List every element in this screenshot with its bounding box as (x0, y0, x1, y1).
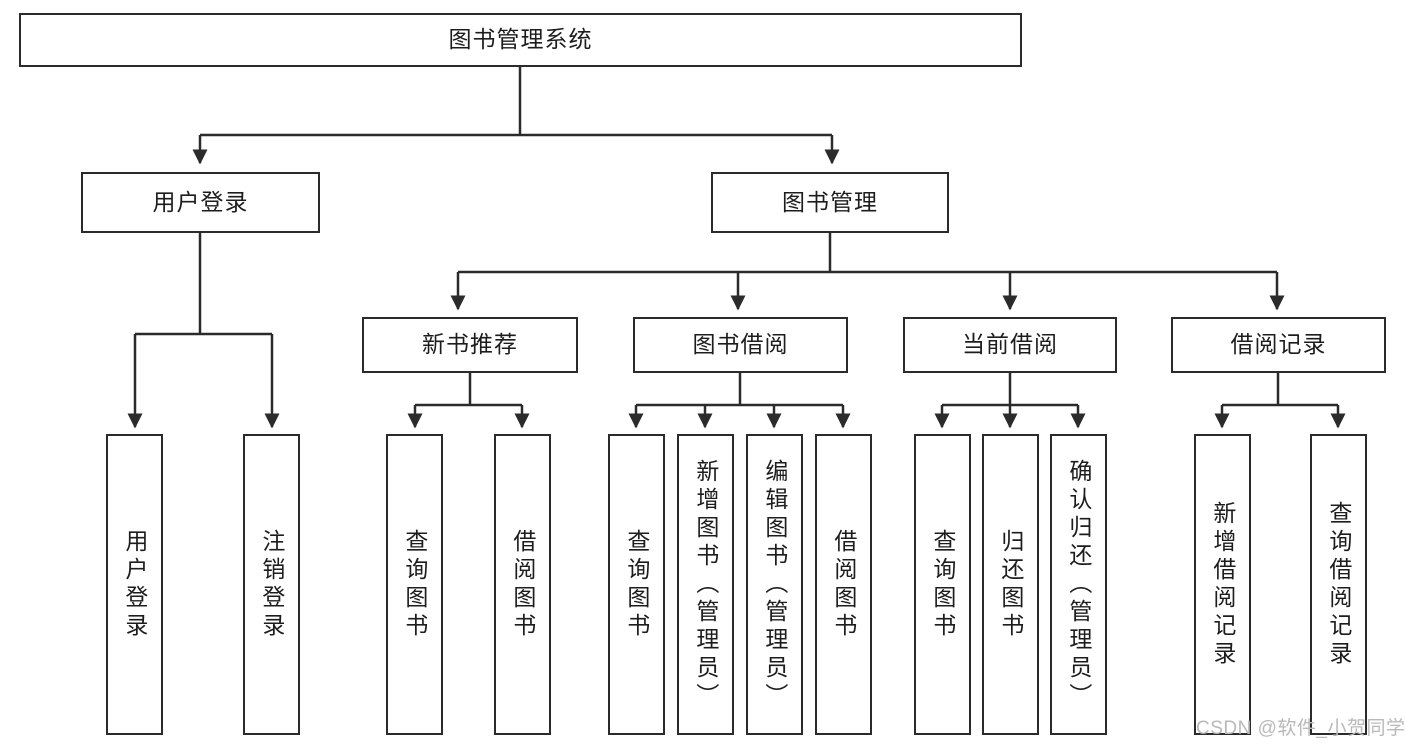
leaf-user-login[interactable]: 用户登录 (106, 434, 163, 735)
leaf-confirm-return-admin[interactable]: 确认归还（管理员） (1050, 434, 1107, 735)
node-new-book-recommend[interactable]: 新书推荐 (362, 317, 578, 373)
leaf-user-logout[interactable]: 注销登录 (243, 434, 300, 735)
node-current-borrow[interactable]: 当前借阅 (903, 317, 1117, 373)
leaf-edit-book-admin[interactable]: 编辑图书（管理员） (746, 434, 803, 735)
node-borrow-record[interactable]: 借阅记录 (1171, 317, 1386, 373)
watermark-text: CSDN @软件_小贺同学 (1196, 718, 1405, 739)
leaf-return-book[interactable]: 归还图书 (982, 434, 1039, 735)
leaf-add-borrow-record[interactable]: 新增借阅记录 (1194, 434, 1251, 735)
node-book-borrow[interactable]: 图书借阅 (633, 317, 848, 373)
leaf-query-book-new-recommend[interactable]: 查询图书 (386, 434, 443, 735)
node-book-management[interactable]: 图书管理 (711, 172, 949, 233)
node-user-login[interactable]: 用户登录 (81, 172, 320, 233)
leaf-add-book-admin[interactable]: 新增图书（管理员） (677, 434, 734, 735)
leaf-borrow-book-borrow[interactable]: 借阅图书 (815, 434, 872, 735)
leaf-query-borrow-record[interactable]: 查询借阅记录 (1310, 434, 1367, 735)
leaf-query-book-current[interactable]: 查询图书 (914, 434, 971, 735)
leaf-borrow-book-new-recommend[interactable]: 借阅图书 (494, 434, 551, 735)
leaf-query-book-borrow[interactable]: 查询图书 (608, 434, 665, 735)
node-root[interactable]: 图书管理系统 (19, 13, 1022, 67)
